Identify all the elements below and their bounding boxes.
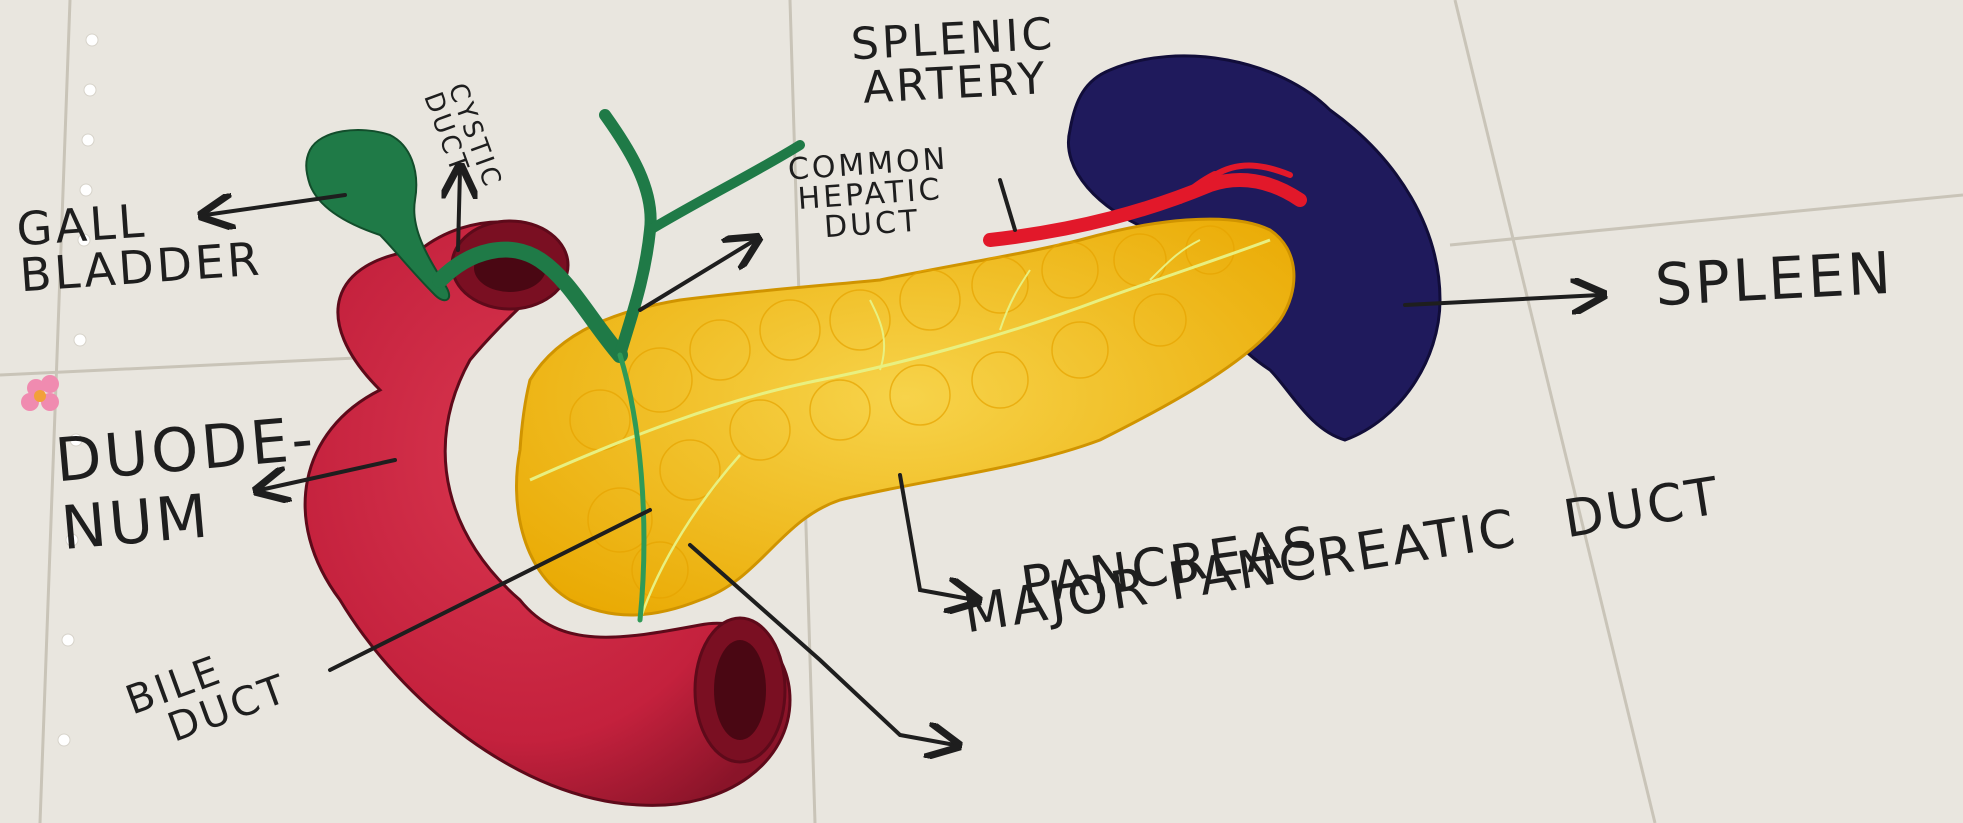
label-splenic-artery: SPLENIC ARTERY <box>850 13 1059 112</box>
label-common-hepatic-duct: COMMON HEPATIC DUCT <box>787 145 953 246</box>
label-duodenum: DUODE- NUM <box>53 409 324 559</box>
pancreas-arrow <box>900 475 975 600</box>
splenic-artery-leader <box>1000 180 1015 230</box>
tile-line <box>40 0 70 823</box>
label-spleen-text: SPLEEN <box>1654 244 1896 314</box>
label-spleen: SPLEEN <box>1654 244 1896 314</box>
duodenum-lower-lumen <box>714 640 766 740</box>
tile-line <box>1455 0 1655 823</box>
flower-decoration <box>21 375 59 411</box>
label-splenic-artery-line2: ARTERY <box>852 57 1058 112</box>
label-gall-bladder: GALL BLADDER <box>15 190 263 299</box>
tile-line <box>1450 195 1963 245</box>
